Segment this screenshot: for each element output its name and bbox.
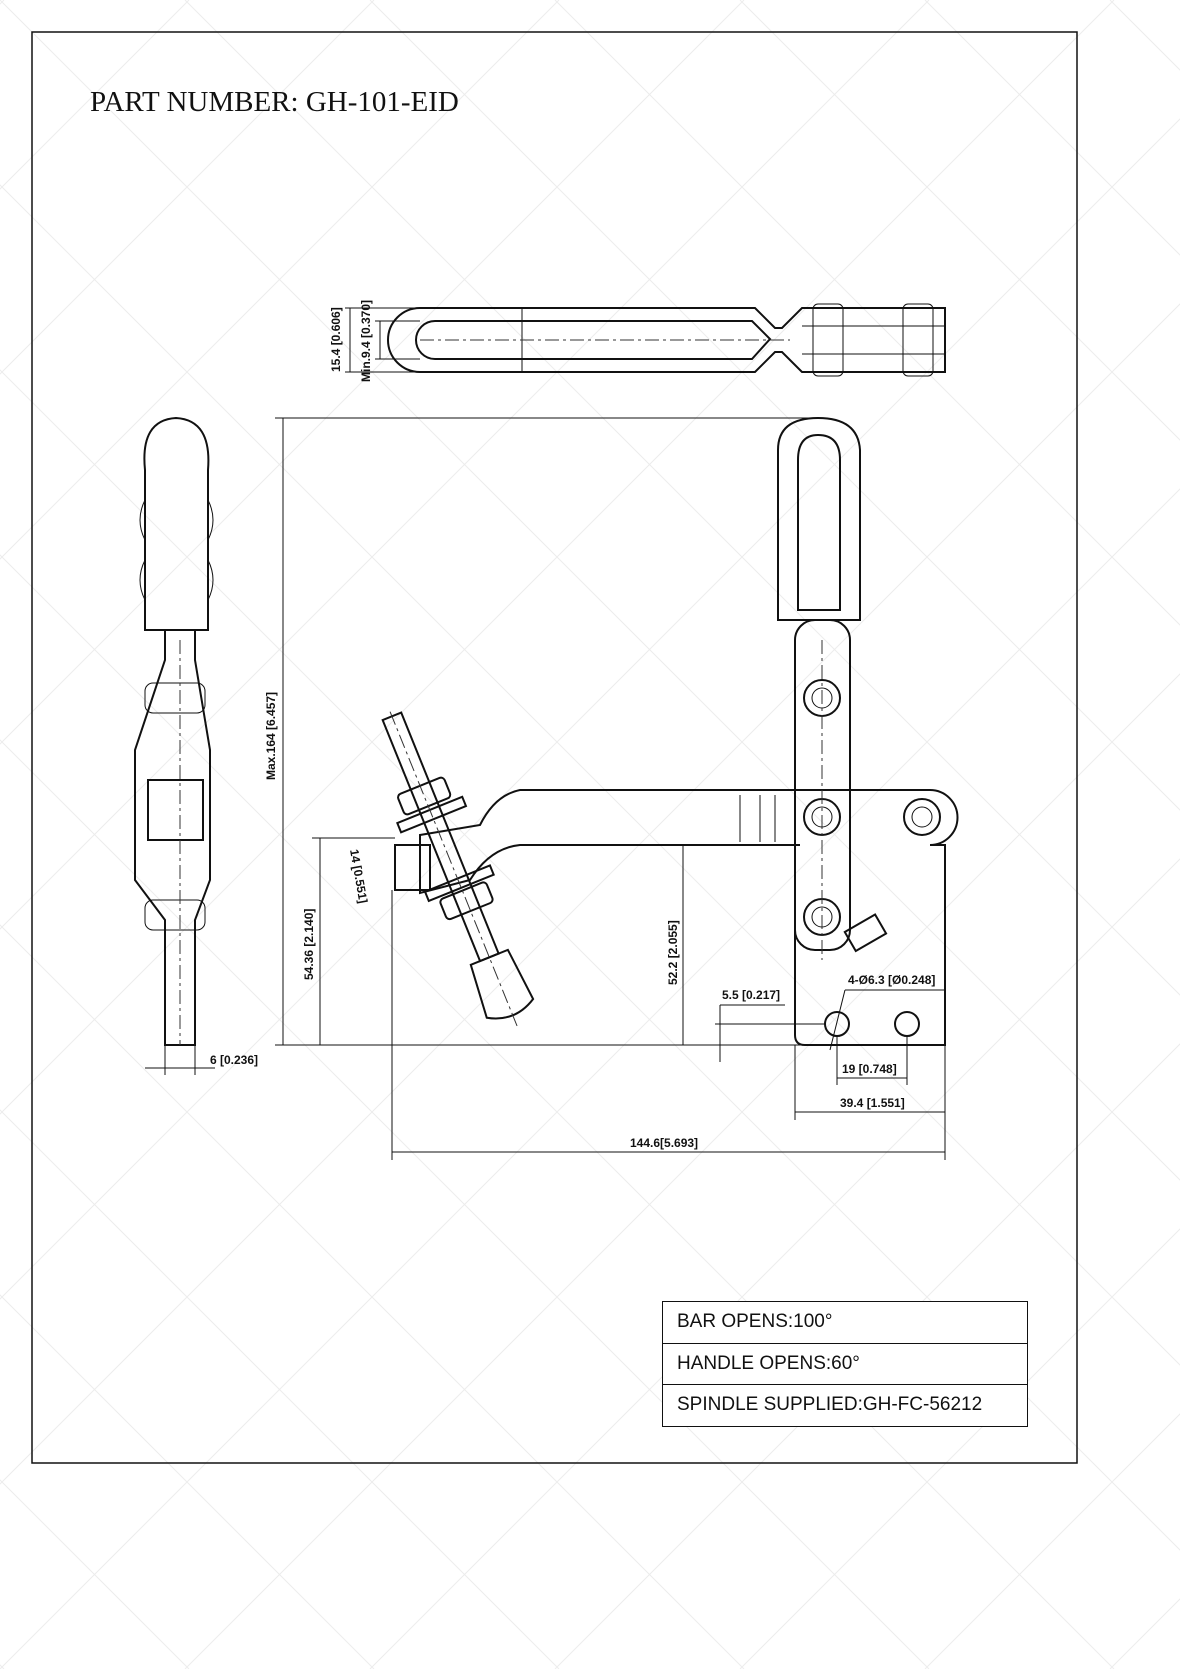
dim-spindle-width: 14 [0.551] xyxy=(347,848,370,904)
watermark-line xyxy=(1109,0,1180,71)
dim-max-height: Max.164 [6.457] xyxy=(264,692,278,780)
side-view xyxy=(134,416,215,1075)
watermark-line xyxy=(554,0,1180,626)
spec-bar-opens: BAR OPENS:100° xyxy=(663,1302,1027,1344)
watermark-line xyxy=(0,0,375,375)
watermark-line xyxy=(0,1109,560,1669)
main-view xyxy=(381,416,959,1046)
dim-hole-offset: 5.5 [0.217] xyxy=(722,988,780,1002)
dim-top-width: 15.4 [0.606] xyxy=(329,307,343,372)
dim-side-width: 6 [0.236] xyxy=(210,1053,258,1067)
spec-handle-opens: HANDLE OPENS:60° xyxy=(663,1344,1027,1385)
watermark-line xyxy=(0,924,745,1669)
watermark-line xyxy=(0,0,5,5)
spec-spindle: SPINDLE SUPPLIED:GH-FC-56212 xyxy=(677,1394,983,1415)
dim-spindle-height: 54.36 [2.140] xyxy=(302,909,316,980)
dim-hole-dia: 4-Ø6.3 [Ø0.248] xyxy=(848,973,935,987)
watermark-line xyxy=(0,1294,375,1669)
dimension-lines xyxy=(275,417,946,1160)
watermark-line xyxy=(0,1664,5,1669)
watermark-line xyxy=(184,673,1180,1669)
spec-table: BAR OPENS:100° HANDLE OPENS:60° SPINDLE … xyxy=(662,1301,1028,1427)
drawing-frame xyxy=(31,31,1078,1464)
dim-total-length: 144.6[5.693] xyxy=(630,1136,698,1150)
watermark-line xyxy=(0,0,560,560)
watermark-line xyxy=(739,0,1180,441)
watermark-line xyxy=(0,0,745,745)
top-view xyxy=(345,303,946,377)
page-title: PART NUMBER: GH-101-EID xyxy=(90,86,459,118)
watermark-line xyxy=(0,0,930,930)
watermark-line xyxy=(369,0,1180,811)
dim-hole-spacing: 19 [0.748] xyxy=(842,1062,897,1076)
watermark-line xyxy=(1109,1598,1180,1669)
watermark-line xyxy=(369,858,1180,1669)
dim-top-min: Min.9.4 [0.370] xyxy=(359,300,373,382)
dim-bar-height: 52.2 [2.055] xyxy=(666,920,680,985)
dim-base-width: 39.4 [1.551] xyxy=(840,1096,905,1110)
watermark-line xyxy=(0,0,1115,1115)
